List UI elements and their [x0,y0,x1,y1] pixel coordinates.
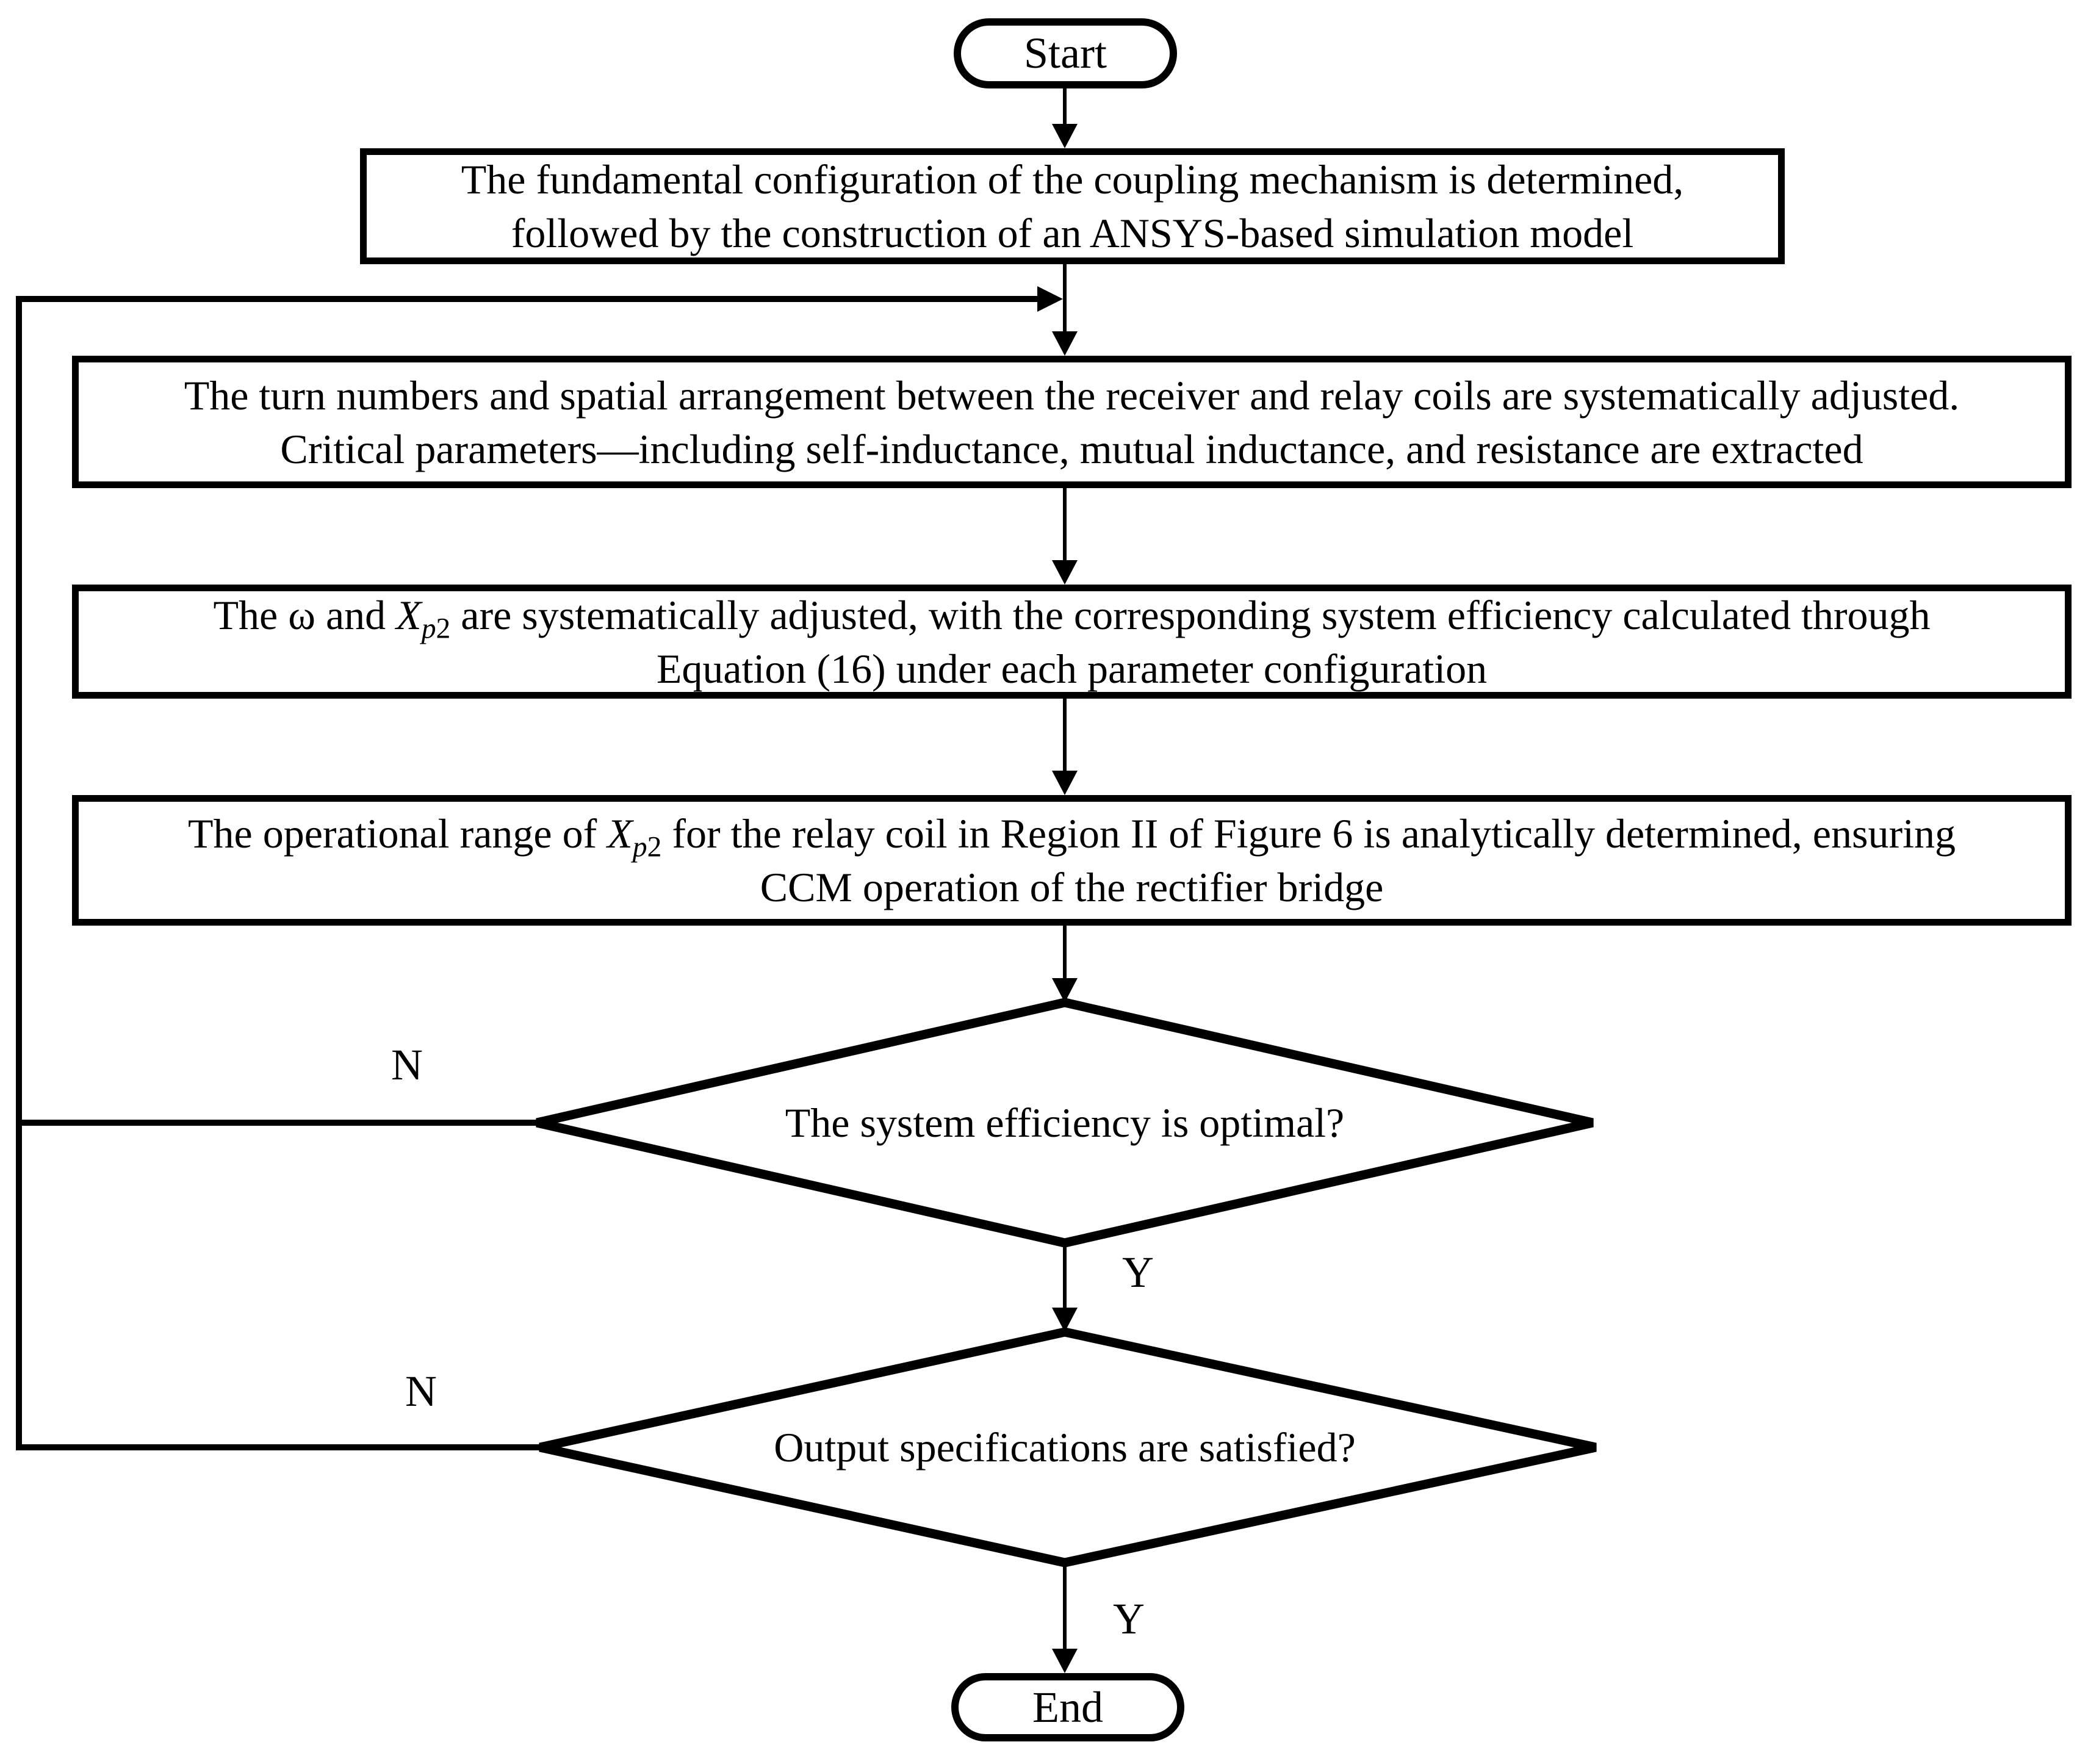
process-text-line: CCM operation of the rectifier bridge [760,864,1384,910]
arrowhead-into-process3 [1052,560,1078,585]
process-text-line: The operational range of Xp2 for the rel… [187,807,1956,863]
decision1-label: The system efficiency is optimal? [785,1099,1345,1146]
arrowhead-into-decision2 [1052,1308,1078,1332]
subscript-p2: p2 [422,613,451,644]
end-node: End [951,1673,1184,1741]
subscript-p: p [421,613,436,645]
arrowhead-into-end [1052,1649,1078,1673]
process-build-simulation-model: The fundamental configuration of the cou… [360,148,1785,264]
subscript-2: 2 [436,613,451,645]
decision1-yes-branch-label: Y [1122,1247,1154,1297]
process-determine-xp2-range-ccm: The operational range of Xp2 for the rel… [72,795,2072,926]
decision2-no-branch-label: N [405,1366,437,1416]
text-segment: The ω and [213,591,397,638]
variable-x: X [396,591,422,638]
subscript-2: 2 [647,831,662,863]
start-node: Start [954,18,1177,88]
text-segment: The operational range of [187,810,608,857]
decision2-yes-branch-label: Y [1113,1594,1145,1643]
process-text-line: Equation (16) under each parameter confi… [656,645,1488,692]
arrowhead-into-decision1 [1052,978,1078,1003]
variable-x: X [607,810,633,857]
arrowhead-into-process4 [1052,771,1078,795]
text-segment: are systematically adjusted, with the co… [450,591,1931,638]
process-adjust-coils-extract-parameters: The turn numbers and spatial arrangement… [72,356,2072,488]
arrowhead-into-process2 [1052,331,1078,356]
decision2-label: Output specifications are satisfied? [774,1424,1356,1471]
arrowhead-into-process1 [1052,124,1078,148]
start-label: Start [1024,29,1107,77]
decision1-no-branch-label: N [391,1040,423,1089]
process-text-line: The turn numbers and spatial arrangement… [184,372,1960,419]
subscript-p2: p2 [633,832,662,863]
arrowhead-feedback-junction [1037,286,1063,312]
text-segment: for the relay coil in Region II of Figur… [661,810,1956,857]
process-text-line: The ω and Xp2 are systematically adjuste… [213,588,1931,644]
process-text-line: followed by the construction of an ANSYS… [511,210,1634,256]
process-text-line: Critical parameters—including self-induc… [280,425,1863,472]
process-adjust-omega-xp2-efficiency: The ω and Xp2 are systematically adjuste… [72,585,2072,699]
subscript-p: p [632,831,647,863]
process-text-line: The fundamental configuration of the cou… [461,156,1684,203]
end-label: End [1032,1682,1103,1732]
